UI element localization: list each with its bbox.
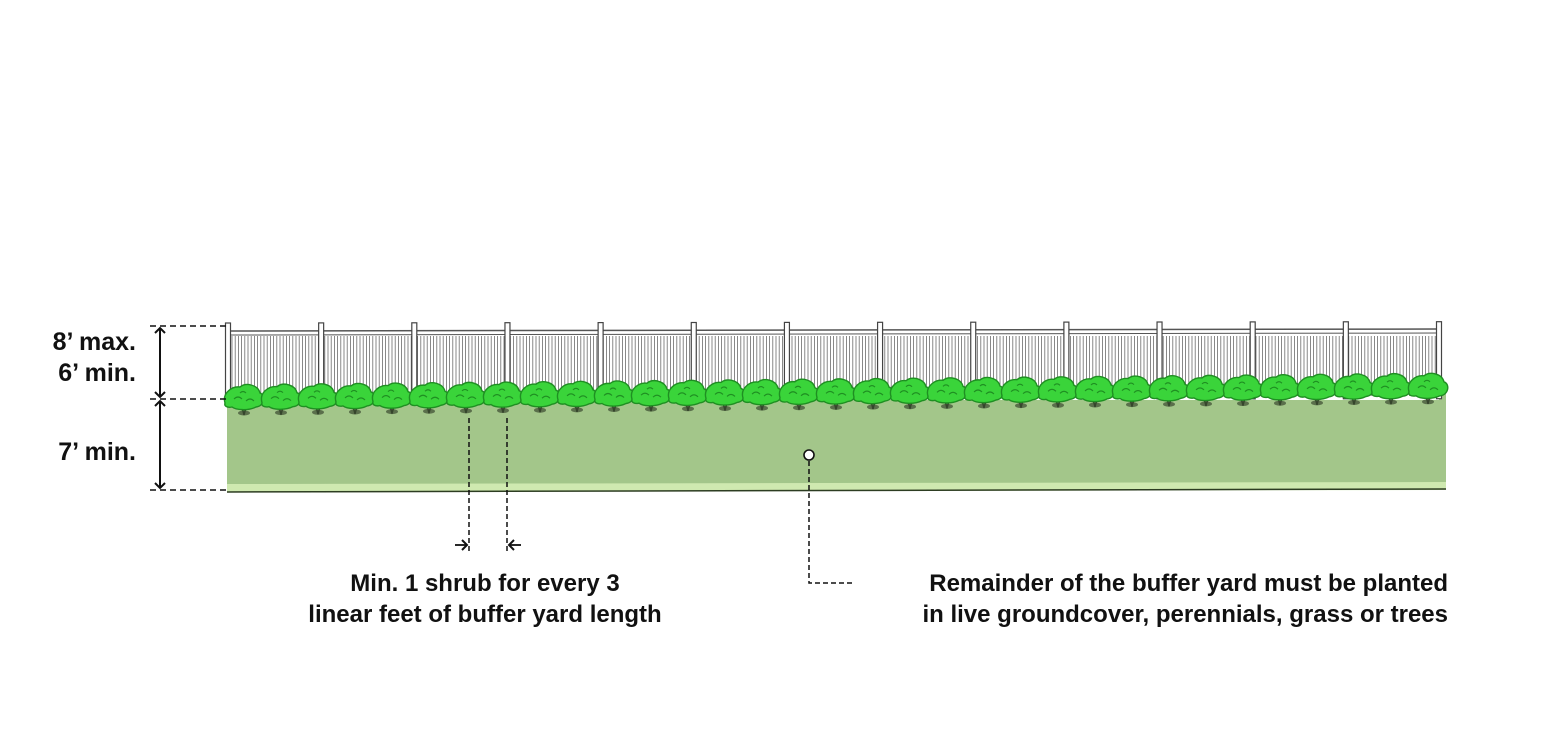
- shrub-icon: [556, 380, 598, 413]
- groundcover-leader-line: [808, 461, 855, 584]
- buffer-depth-dimension: [150, 399, 228, 491]
- shrub-spacing-dimension: [455, 418, 521, 552]
- fence-post: [1435, 321, 1443, 400]
- shrub-icon: [1407, 372, 1449, 405]
- fence-height-dimension: [150, 325, 228, 400]
- marker-dot-icon: [803, 449, 815, 461]
- groundcover-callout: Remainder of the buffer yard must be pla…: [922, 568, 1448, 630]
- shrub-icon: [889, 377, 931, 410]
- buffer-depth-label: 7’ min.: [58, 438, 136, 466]
- groundcover-callout-line1: Remainder of the buffer yard must be pla…: [929, 570, 1448, 597]
- fence-height-labels: 8’ max. 6’ min.: [53, 327, 136, 389]
- groundcover-leader: [803, 449, 855, 584]
- shrub-icon: [1074, 375, 1116, 408]
- shrub-spacing-callout-line1: Min. 1 shrub for every 3: [350, 570, 620, 597]
- shrub-spacing-callout-line2: linear feet of buffer yard length: [308, 601, 662, 628]
- fence-height-min-label: 6’ min.: [58, 359, 136, 387]
- groundcover-bottom-edge: [226, 488, 1447, 493]
- shrub-icon: [1037, 376, 1079, 408]
- shrub-icon: [334, 382, 376, 415]
- shrub-icon: [1222, 374, 1264, 407]
- fence-top-rail: [227, 328, 1440, 332]
- shrub-icon: [1000, 376, 1042, 409]
- shrub-spacing-callout: Min. 1 shrub for every 3 linear feet of …: [270, 568, 700, 630]
- shrub-icon: [1259, 374, 1301, 406]
- shrub-icon: [741, 378, 783, 411]
- shrub-icon: [963, 376, 1005, 409]
- shrub-row: [223, 372, 1449, 416]
- shrub-icon: [1333, 373, 1375, 405]
- shrub-icon: [408, 382, 450, 414]
- shrub-icon: [704, 379, 746, 411]
- groundcover-callout-line2: in live groundcover, perennials, grass o…: [922, 601, 1448, 628]
- shrub-icon: [371, 382, 413, 415]
- fence-height-max-label: 8’ max.: [52, 328, 136, 356]
- fence-post: [224, 322, 232, 401]
- fence-top-rail-inner: [227, 332, 1440, 336]
